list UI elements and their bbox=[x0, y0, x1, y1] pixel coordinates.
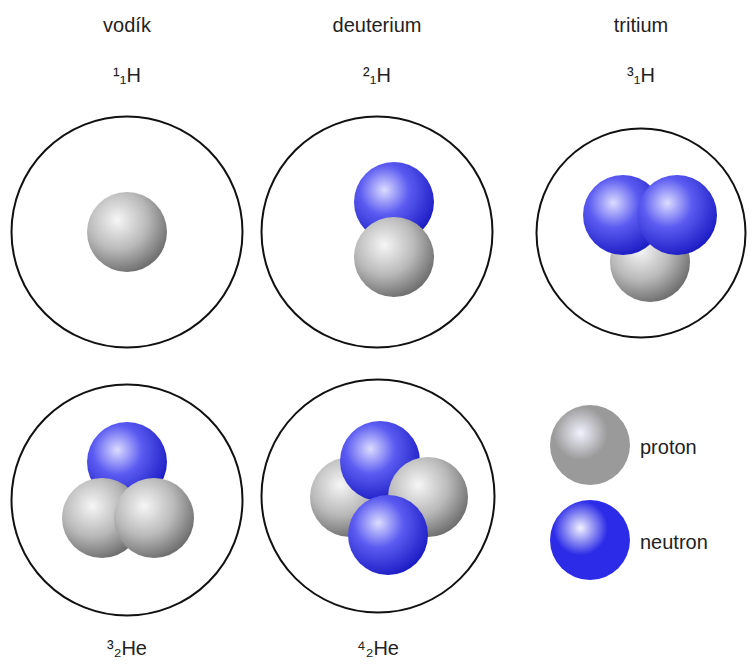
atom-circle bbox=[537, 129, 746, 338]
isotope-atom: tritium³₁H bbox=[535, 127, 747, 339]
atom-outline bbox=[260, 115, 494, 349]
isotope-atom: deuterium²₁H bbox=[260, 115, 494, 349]
element-name: deuterium bbox=[333, 14, 422, 36]
legend-swatch bbox=[550, 500, 630, 580]
proton-sphere bbox=[87, 192, 167, 272]
element-name: vodík bbox=[103, 14, 151, 36]
isotope-atom: ⁴₂He bbox=[260, 378, 496, 614]
atom-outline bbox=[535, 127, 747, 339]
proton-sphere bbox=[354, 217, 434, 297]
atom-circle bbox=[262, 380, 495, 613]
isotope-symbol: ²₁H bbox=[363, 64, 391, 86]
isotope-symbol: ³₂He bbox=[107, 637, 147, 659]
atom-circle bbox=[12, 385, 243, 616]
atom-circle bbox=[262, 117, 493, 348]
atom-circle bbox=[12, 117, 243, 348]
legend-sphere bbox=[548, 403, 632, 487]
element-name: tritium bbox=[614, 14, 668, 36]
neutron-sphere bbox=[348, 495, 428, 575]
legend-label: proton bbox=[640, 436, 697, 458]
atom-outline bbox=[10, 115, 244, 349]
legend-swatch bbox=[550, 405, 630, 485]
atom-outline bbox=[10, 383, 244, 617]
isotope-symbol: ⁴₂He bbox=[357, 637, 399, 659]
isotope-symbol: ¹₁H bbox=[113, 64, 141, 86]
isotope-atom: ³₂He bbox=[10, 383, 244, 617]
isotope-symbol: ³₁H bbox=[627, 64, 655, 86]
proton-sphere bbox=[114, 478, 194, 558]
isotope-atom: vodík¹₁H bbox=[10, 115, 244, 349]
legend-label: neutron bbox=[640, 531, 708, 553]
legend-sphere bbox=[548, 498, 632, 582]
atom-outline bbox=[260, 378, 496, 614]
neutron-sphere bbox=[637, 175, 717, 255]
